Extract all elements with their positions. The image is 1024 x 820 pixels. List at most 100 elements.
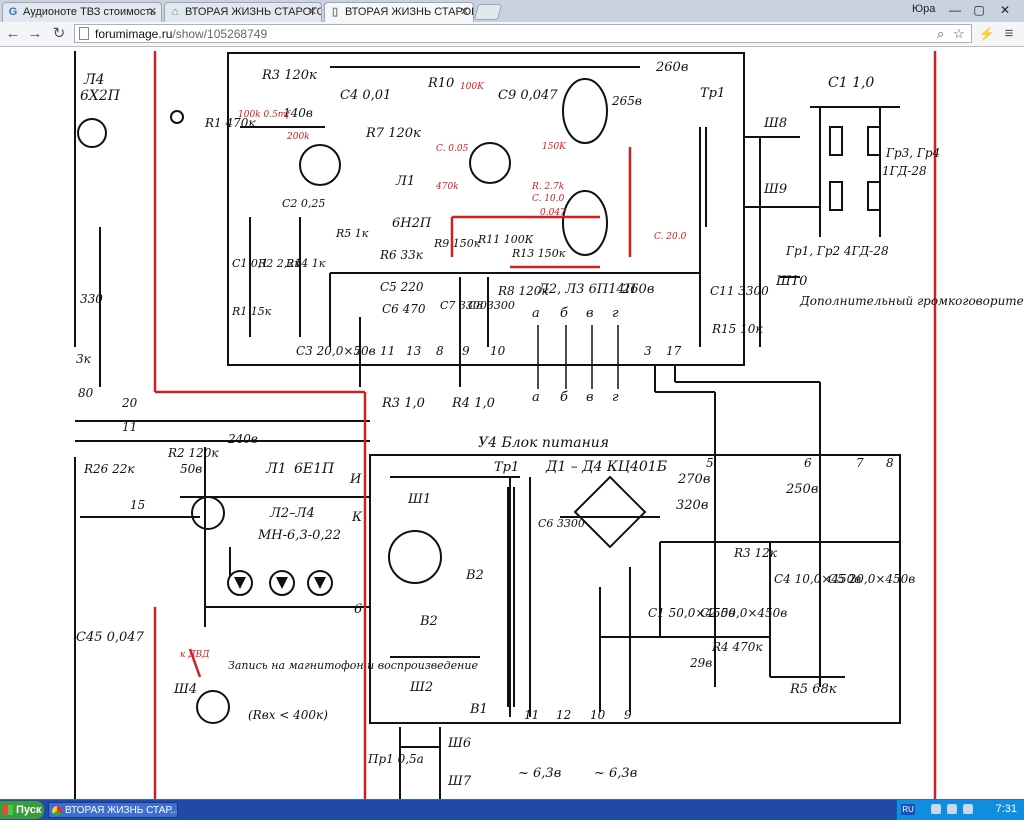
power-r4: R4 470к	[711, 640, 763, 654]
schematic-image: Л4 6Х2П R3 120к C4 0,01 R10 C9 0,047 260…	[0, 47, 1024, 799]
label-tr1: Тр1	[700, 86, 725, 101]
forum-icon: ⌂	[171, 6, 179, 18]
close-tab-icon[interactable]: ✕	[307, 6, 317, 18]
power-sh2: Ш2	[409, 680, 433, 695]
language-indicator[interactable]: RU	[901, 804, 915, 815]
label-l1-tube: 6Н2П	[392, 216, 432, 231]
label-gr12: Гр1, Гр2 4ГД-28	[785, 244, 889, 258]
profile-name[interactable]: Юра	[912, 3, 936, 15]
power-c2: C2 50,0×450в	[700, 606, 787, 620]
label-265: 265в	[611, 94, 642, 108]
network-icon[interactable]	[931, 804, 941, 814]
red-470k: 470k	[435, 182, 459, 192]
tab-1[interactable]: G Аудионоте ТВЗ стоимость ✕	[2, 2, 162, 22]
letter-g2: г	[612, 390, 619, 405]
label-c7: C7 3300	[440, 299, 487, 312]
url-text[interactable]: forumimage.ru/show/105268749	[95, 26, 267, 42]
label-260a: 260в	[655, 60, 688, 75]
power-b2-lower: В2	[419, 614, 438, 629]
close-window-icon[interactable]: ✕	[999, 3, 1011, 17]
windows-logo-icon	[3, 805, 13, 815]
letter-g1: г	[612, 306, 619, 321]
google-icon: G	[8, 6, 18, 18]
label-c45: C45 0,047	[76, 630, 145, 645]
page-icon: ▯	[331, 6, 339, 18]
safely-remove-icon[interactable]	[963, 804, 973, 814]
label-260b: 260в	[621, 282, 654, 297]
letter-v2: в	[586, 390, 594, 405]
label-r1: R1 470к	[204, 116, 256, 130]
chrome-icon	[52, 806, 62, 816]
forward-icon[interactable]: →	[27, 25, 43, 42]
power-tr1: Тр1	[494, 460, 519, 475]
tab-title: Аудионоте ТВЗ стоимость	[23, 6, 157, 18]
red-100k: 100K	[460, 82, 485, 92]
power-pin-8: 8	[886, 456, 894, 470]
tab-strip: G Аудионоте ТВЗ стоимость ✕ ⌂ ВТОРАЯ ЖИЗ…	[0, 0, 1024, 23]
zoom-icon[interactable]: ⌕	[937, 26, 945, 41]
start-label: Пуск	[16, 804, 42, 816]
label-l1-tube-left: 6Е1П	[294, 461, 335, 477]
tab-3[interactable]: ▯ ВТОРАЯ ЖИЗНЬ СТАРОГО Р ✕	[324, 2, 474, 22]
label-l2l4: Л2–Л4	[269, 506, 315, 521]
label-50: 50в	[180, 462, 202, 476]
label-pin-K: К	[351, 510, 363, 525]
volume-icon[interactable]	[947, 804, 957, 814]
taskbar-chrome-item[interactable]: ВТОРАЯ ЖИЗНЬ СТАР...	[48, 802, 178, 818]
power-sh6: Ш6	[447, 736, 471, 751]
label-r3: R3 120к	[261, 68, 317, 83]
power-r3: R3 12к	[733, 546, 778, 560]
pin-8: 8	[436, 344, 444, 358]
minimize-icon[interactable]: —	[949, 3, 961, 17]
letter-a2: а	[532, 390, 540, 405]
red-c005: C. 0.05	[436, 144, 469, 154]
clock[interactable]: 7:31	[995, 803, 1017, 815]
left-label-3k: 3к	[76, 352, 92, 366]
power-pin-9: 9	[624, 708, 632, 722]
label-pin-6: 6	[354, 602, 362, 617]
label-l1: Л1	[395, 174, 415, 189]
red-200k: 200k	[286, 132, 310, 142]
page-info-icon[interactable]	[79, 27, 89, 40]
power-out-63b: ~ 6,3в	[594, 766, 637, 781]
red-150k: 150K	[542, 142, 567, 152]
power-320: 320в	[676, 498, 708, 513]
label-c9: C9 0,047	[498, 88, 558, 103]
address-bar[interactable]: forumimage.ru/show/105268749 ⌕ ☆	[74, 24, 972, 43]
tab-title: ВТОРАЯ ЖИЗНЬ СТАРОГО Р	[345, 6, 473, 18]
menu-icon[interactable]: ≡	[1004, 25, 1014, 42]
browser-toolbar: ← → ↻ forumimage.ru/show/105268749 ⌕ ☆ ⚡…	[0, 22, 1024, 47]
label-red-dvd: к ДВД	[180, 650, 210, 660]
pin-13: 13	[406, 344, 422, 358]
close-tab-icon[interactable]: ✕	[147, 6, 157, 18]
back-icon[interactable]: ←	[5, 25, 21, 42]
windows-taskbar: Пуск ВТОРАЯ ЖИЗНЬ СТАР... RU 7:31	[0, 799, 1024, 820]
label-r2-left: R2 120к	[167, 446, 219, 460]
label-sh10: Ш10	[775, 274, 807, 289]
extension-icon[interactable]: ⚡	[978, 26, 996, 41]
power-c6: C6 3300	[538, 517, 585, 530]
maximize-icon[interactable]: ▢	[973, 3, 985, 17]
power-pin-5: 5	[706, 456, 714, 470]
new-tab-button[interactable]	[473, 4, 503, 20]
label-extra-speaker: Дополнительный громкоговоритель	[799, 294, 1024, 308]
tab-2[interactable]: ⌂ ВТОРАЯ ЖИЗНЬ СТАРОГО РА ✕	[164, 2, 322, 22]
power-pin-12: 12	[556, 708, 571, 722]
reload-icon[interactable]: ↻	[52, 25, 66, 42]
pin-9: 9	[462, 344, 470, 358]
label-c2: C2 0,25	[282, 197, 325, 210]
taskbar-item-label: ВТОРАЯ ЖИЗНЬ СТАР...	[65, 805, 178, 816]
label-r26: R26 22к	[83, 462, 135, 476]
label-c8: C8 3300	[468, 299, 515, 312]
start-button[interactable]: Пуск	[0, 801, 44, 819]
power-diodes: Д1 – Д4 КЦ401Б	[545, 459, 667, 475]
left-label-20: 20	[121, 396, 138, 410]
power-sh1: Ш1	[407, 492, 431, 507]
power-pin-11: 11	[524, 708, 539, 722]
bookmark-star-icon[interactable]: ☆	[953, 26, 965, 41]
label-r14: R14 1к	[285, 257, 326, 270]
pin-3: 3	[644, 344, 652, 358]
close-tab-icon[interactable]: ✕	[459, 6, 469, 18]
url-path: /show/105268749	[172, 27, 268, 41]
label-r7: R7 120к	[365, 126, 421, 141]
